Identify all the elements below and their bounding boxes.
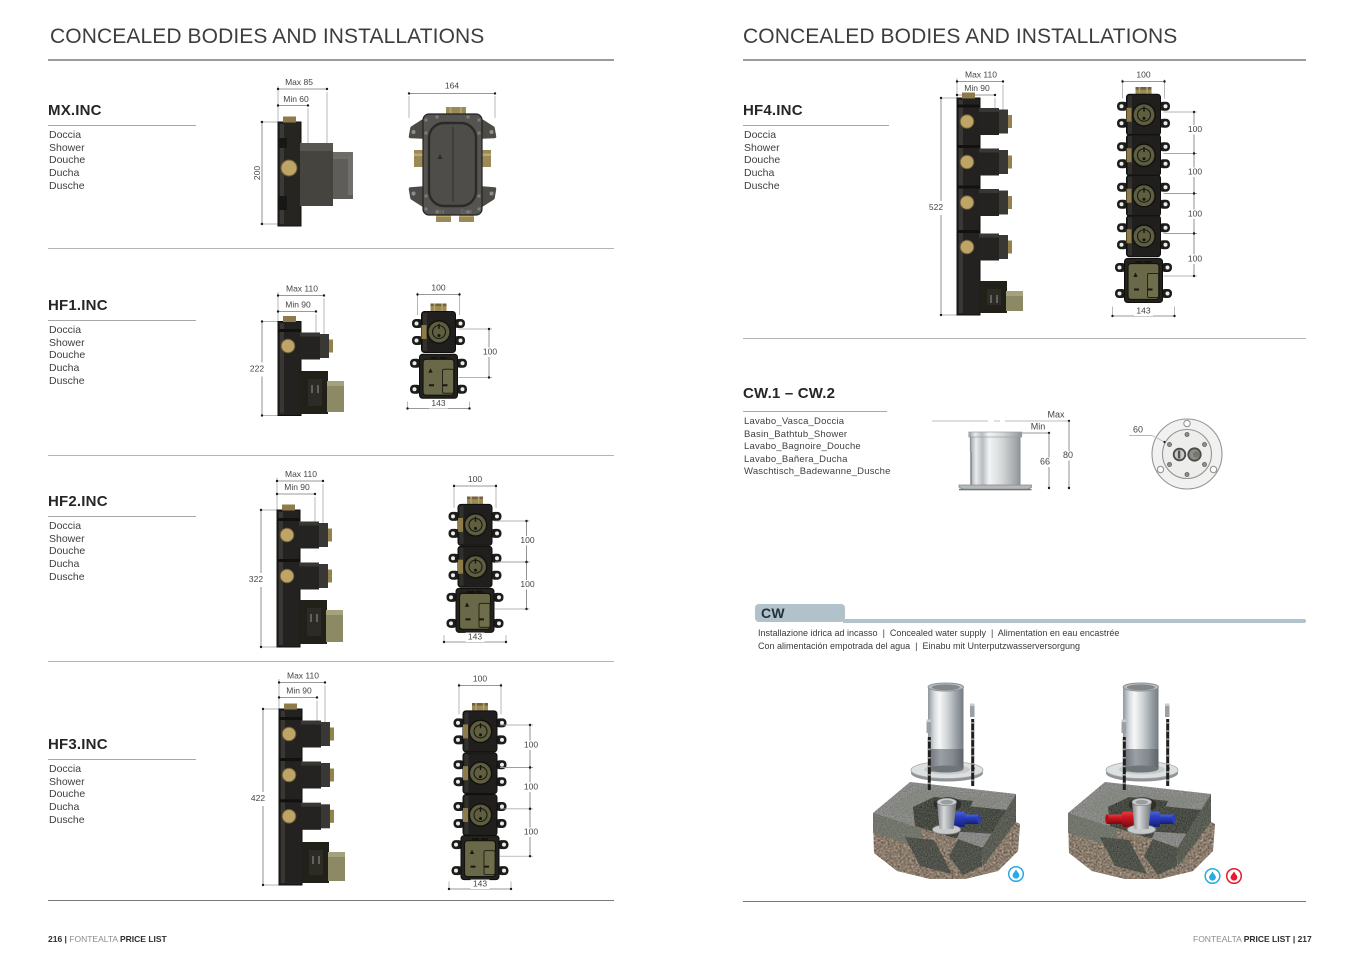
- svg-text:Min 90: Min 90: [285, 300, 311, 310]
- svg-text:Max 110: Max 110: [286, 284, 318, 294]
- svg-text:100: 100: [1188, 254, 1202, 264]
- svg-text:Max: Max: [1047, 410, 1065, 420]
- svg-text:Min 90: Min 90: [286, 686, 312, 696]
- svg-text:100: 100: [1188, 209, 1202, 219]
- svg-text:100: 100: [524, 827, 538, 837]
- svg-text:Max 110: Max 110: [287, 671, 319, 681]
- svg-text:100: 100: [483, 347, 497, 357]
- svg-text:100: 100: [524, 740, 538, 750]
- svg-text:Min 90: Min 90: [964, 83, 990, 93]
- svg-text:Max 110: Max 110: [965, 70, 997, 80]
- svg-text:Min: Min: [1031, 422, 1046, 432]
- svg-text:200: 200: [252, 166, 262, 180]
- svg-text:80: 80: [1063, 450, 1073, 460]
- svg-text:143: 143: [1136, 306, 1150, 316]
- svg-text:Cold: Cold: [460, 210, 471, 216]
- svg-text:Max 110: Max 110: [285, 469, 317, 479]
- svg-text:322: 322: [249, 574, 263, 584]
- svg-text:422: 422: [251, 793, 265, 803]
- svg-text:143: 143: [473, 879, 487, 889]
- svg-text:143: 143: [431, 398, 445, 408]
- svg-text:Hot: Hot: [436, 210, 445, 216]
- svg-text:Min 60: Min 60: [283, 94, 309, 104]
- svg-text:100: 100: [468, 474, 482, 484]
- svg-text:Max 85: Max 85: [285, 77, 313, 87]
- svg-text:66: 66: [1040, 457, 1050, 467]
- svg-text:100: 100: [520, 535, 534, 545]
- svg-text:60: 60: [1133, 425, 1143, 435]
- svg-text:100: 100: [473, 674, 487, 684]
- svg-text:164: 164: [445, 81, 459, 91]
- svg-text:100: 100: [1188, 124, 1202, 134]
- svg-text:522: 522: [929, 202, 943, 212]
- svg-text:100: 100: [1136, 70, 1150, 80]
- svg-text:100: 100: [520, 579, 534, 589]
- svg-text:143: 143: [468, 632, 482, 642]
- svg-text:Min 90: Min 90: [284, 482, 310, 492]
- svg-text:222: 222: [250, 364, 264, 374]
- svg-text:100: 100: [431, 283, 445, 293]
- svg-text:100: 100: [524, 782, 538, 792]
- svg-text:100: 100: [1188, 167, 1202, 177]
